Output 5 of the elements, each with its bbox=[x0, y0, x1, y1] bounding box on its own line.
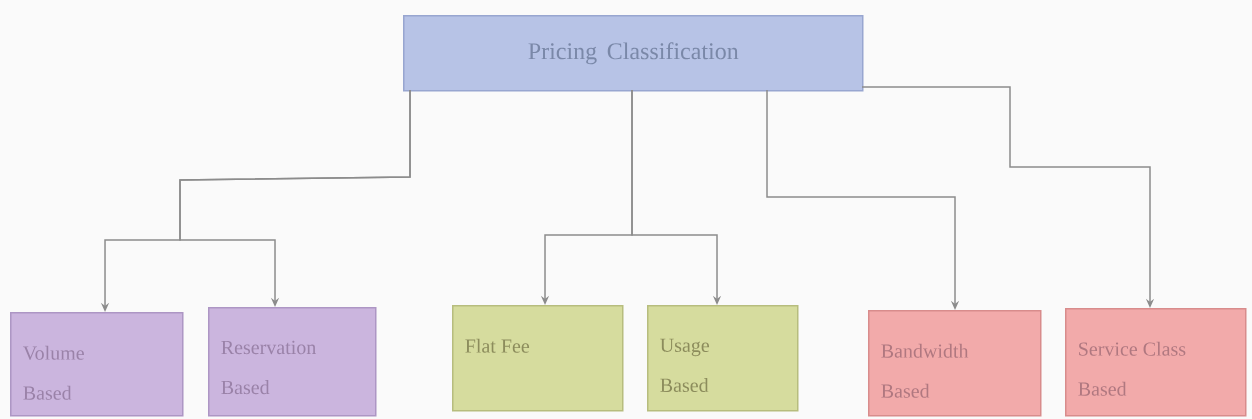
title-box: Pricing Classification bbox=[403, 15, 864, 92]
category-box: Usage Based bbox=[647, 305, 799, 412]
category-box: Service Class Based bbox=[1065, 308, 1247, 417]
category-box: Bandwidth Based bbox=[868, 310, 1042, 417]
category-box: Flat Fee bbox=[452, 305, 624, 412]
